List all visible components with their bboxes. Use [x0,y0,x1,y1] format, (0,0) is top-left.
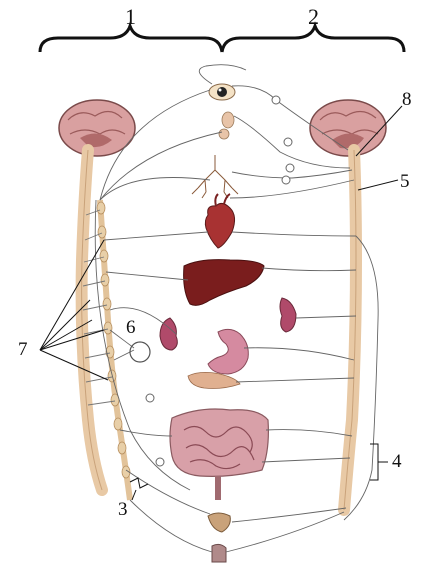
lungs-bronchi [192,155,238,198]
celiac-ganglion [130,342,150,362]
genital-organ [212,544,226,562]
salivary-glands [219,112,234,139]
sympathetic-chain [100,200,130,500]
label-7: 7 [18,340,28,359]
eye [209,84,235,100]
intestines [170,409,268,500]
label-6: 6 [126,318,136,337]
stomach [208,329,248,374]
label-1: 1 [125,6,136,28]
brace-1 [40,26,222,52]
label-8: 8 [402,90,412,109]
right-spinal-cord [344,150,356,510]
bladder [208,513,230,532]
right-kidney [280,298,296,332]
left-brain [59,100,135,156]
liver [184,260,264,306]
brace-2 [222,26,404,52]
heart [205,194,234,248]
label-4: 4 [392,452,402,471]
pancreas [188,372,240,388]
right-brain [310,100,386,156]
label-2: 2 [308,6,319,28]
label-5: 5 [400,172,410,191]
label-3: 3 [118,500,128,519]
